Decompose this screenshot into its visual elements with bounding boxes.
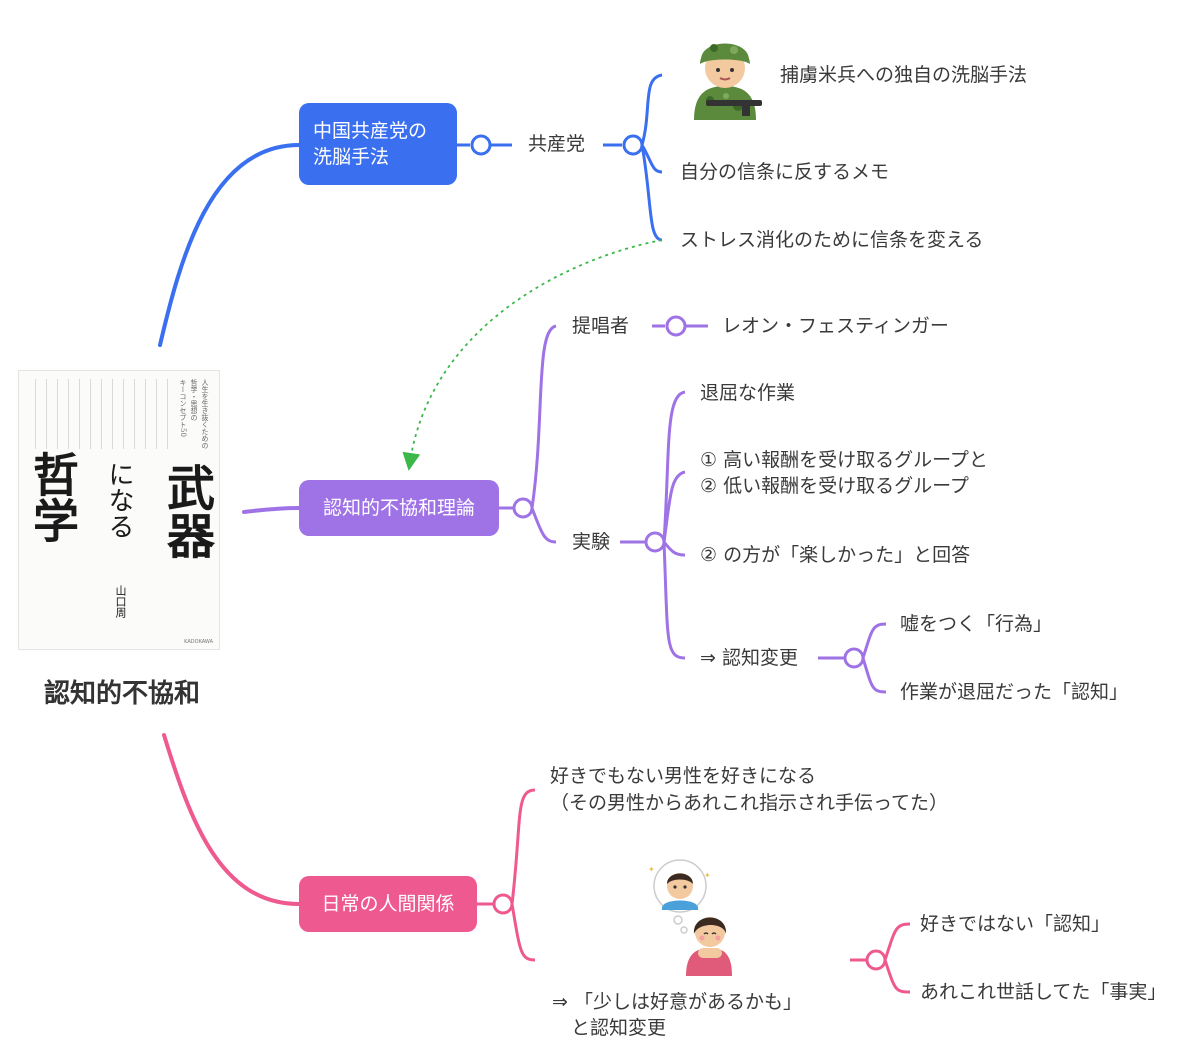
book-cover-image: 人生を生き抜くための 哲学・思想の キーコンセプト50 武器 になる 哲学 山口… bbox=[18, 370, 220, 650]
branch-chinese-communist-node[interactable]: 中国共産党の 洗脳手法 bbox=[299, 103, 457, 185]
topic-experiment[interactable]: 実験 bbox=[572, 531, 611, 553]
topic-boring-cognition[interactable]: 作業が退屈だった「認知」 bbox=[900, 681, 1129, 703]
topic-leon-festinger[interactable]: レオン・フェスティンガー bbox=[722, 315, 949, 337]
book-title-sub: 哲学 bbox=[26, 451, 80, 543]
topic-lying-act[interactable]: 嘘をつく「行為」 bbox=[900, 613, 1053, 635]
topic-communist-party[interactable]: 共産党 bbox=[528, 133, 586, 155]
book-blurb-3: キーコンセプト50 bbox=[179, 379, 187, 437]
topic-change-belief[interactable]: ストレス消化のために信条を変える bbox=[680, 229, 984, 251]
topic-low-reward-group[interactable]: ② 低い報酬を受け取るグループ bbox=[700, 475, 969, 497]
topic-boring-task[interactable]: 退屈な作業 bbox=[700, 382, 796, 404]
topic-memo-against-belief[interactable]: 自分の信条に反するメモ bbox=[680, 161, 890, 183]
svg-text:✦: ✦ bbox=[704, 871, 711, 880]
book-publisher: KADOKAWA bbox=[184, 639, 213, 645]
topic-like-man-line2[interactable]: （その男性からあれこれ指示され手伝ってた） bbox=[550, 792, 949, 814]
branch-daily-label: 日常の人間関係 bbox=[321, 893, 455, 915]
topic-like-man-line1[interactable]: 好きでもない男性を好きになる bbox=[550, 765, 817, 787]
book-title-main: 武器 bbox=[158, 463, 214, 559]
branch-dissonance-label: 認知的不協和理論 bbox=[322, 497, 475, 519]
topic-pow-brainwashing[interactable]: 捕虜米兵への独自の洗脳手法 bbox=[780, 64, 1028, 86]
soldier-illustration bbox=[694, 43, 762, 120]
branch-chinese-label-line2: 洗脳手法 bbox=[313, 146, 390, 168]
topic-not-like-cognition[interactable]: 好きではない「認知」 bbox=[920, 913, 1111, 935]
topic-cognitive-change[interactable]: ⇒ 認知変更 bbox=[700, 647, 798, 669]
book-blurb-1: 人生を生き抜くための bbox=[201, 379, 209, 449]
book-blurb-2: 哲学・思想の bbox=[190, 379, 198, 421]
book-small-text-block bbox=[35, 379, 175, 449]
topic-some-affection-line1[interactable]: ⇒ 「少しは好意があるかも」 bbox=[552, 991, 802, 1013]
svg-text:✦: ✦ bbox=[648, 865, 655, 874]
branch-dissonance-theory-node[interactable]: 認知的不協和理論 bbox=[299, 480, 499, 536]
book-title-mid: になる bbox=[104, 461, 134, 539]
topic-cared-fact[interactable]: あれこれ世話してた「事実」 bbox=[920, 981, 1167, 1003]
topic-high-reward-group[interactable]: ① 高い報酬を受け取るグループと bbox=[700, 449, 988, 471]
topic-proponent[interactable]: 提唱者 bbox=[572, 315, 630, 337]
topic-group2-enjoyed[interactable]: ② の方が「楽しかった」と回答 bbox=[700, 544, 971, 566]
central-topic-title: 認知的不協和 bbox=[43, 679, 200, 709]
branch-daily-relationships-node[interactable]: 日常の人間関係 bbox=[299, 876, 477, 932]
branch-chinese-label-line1: 中国共産党の bbox=[313, 120, 428, 142]
daydream-couple-illustration: ✦ ✦ bbox=[648, 859, 732, 976]
topic-some-affection-line2[interactable]: と認知変更 bbox=[552, 1017, 667, 1039]
book-author: 山口周 bbox=[114, 585, 127, 618]
